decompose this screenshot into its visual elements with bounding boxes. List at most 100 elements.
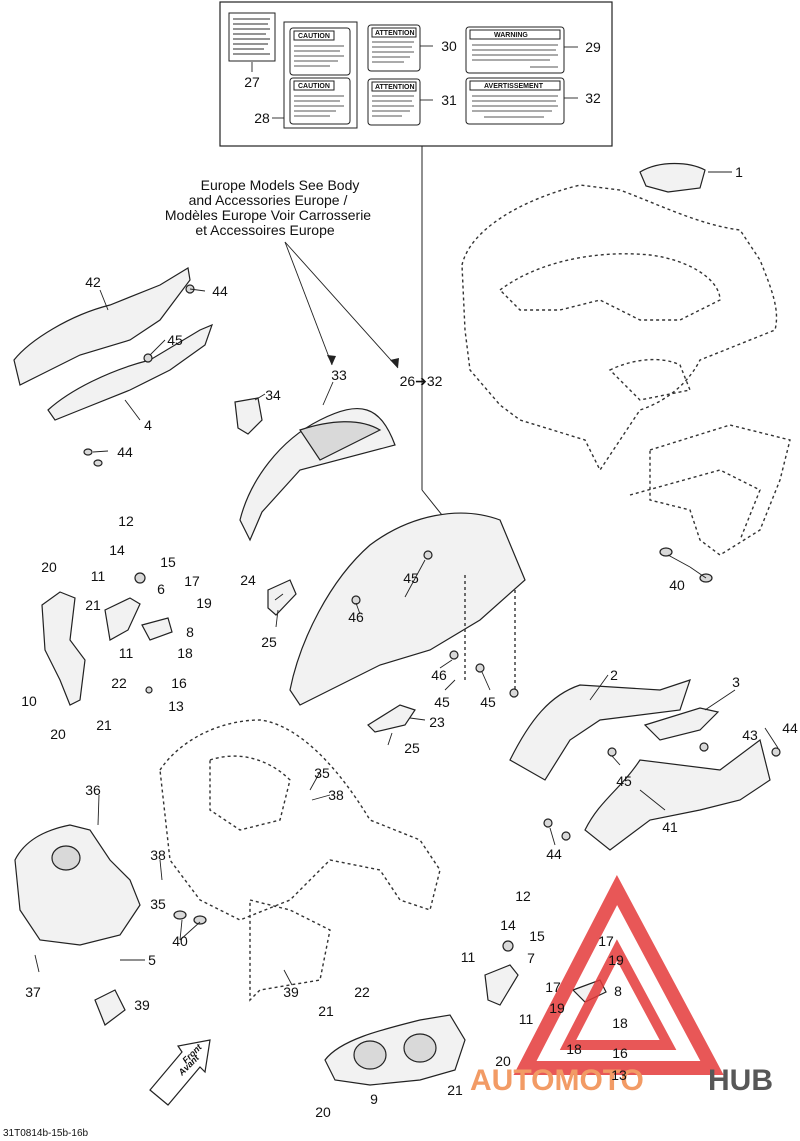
callout-leaders <box>34 171 779 986</box>
watermark-brand-a: AUTOMOTO <box>470 1064 644 1097</box>
callout-17-a: 17 <box>184 573 200 589</box>
callout-7: 7 <box>527 950 535 966</box>
callout-19-a: 19 <box>196 595 212 611</box>
callout-34: 34 <box>265 387 281 403</box>
callout-38-b: 38 <box>150 847 166 863</box>
callout-40-b: 40 <box>172 933 188 949</box>
callout-40-a: 40 <box>669 577 685 593</box>
front-center-panel <box>234 397 396 542</box>
callout-20-d: 20 <box>315 1104 331 1120</box>
left-light-bracket <box>41 572 173 706</box>
callout-21-c: 21 <box>318 1003 334 1019</box>
callout-19-b: 19 <box>608 952 624 968</box>
callout-44-d: 44 <box>546 846 562 862</box>
footer-code: 31T0814b-15b-16b <box>3 1128 89 1139</box>
callout-30: 30 <box>441 38 457 54</box>
attention-label-1: ATTENTION <box>375 30 415 37</box>
callout-32: 32 <box>585 90 601 106</box>
callout-39-a: 39 <box>134 997 150 1013</box>
watermark-logo: AUTOMOTO HUB <box>470 874 773 1097</box>
callout-33: 33 <box>331 367 347 383</box>
callout-25-a: 25 <box>261 634 277 650</box>
callout-23: 23 <box>429 714 445 730</box>
caution-label-1: CAUTION <box>298 33 330 40</box>
callout-11-b: 11 <box>119 645 134 661</box>
callout-14-a: 14 <box>109 542 125 558</box>
decal-29: WARNING <box>465 26 565 74</box>
callout-11-c: 11 <box>461 949 476 965</box>
callout-15-a: 15 <box>160 554 176 570</box>
callout-45-b: 45 <box>403 570 419 586</box>
callout-41: 41 <box>662 819 678 835</box>
callout-38-a: 38 <box>328 787 344 803</box>
decal-30: ATTENTION <box>367 24 421 72</box>
callout-16-b: 16 <box>612 1045 628 1061</box>
decal-32: AVERTISSEMENT <box>465 77 565 125</box>
caution-label-2: CAUTION <box>298 83 330 90</box>
front-direction-badge: Front Avant <box>149 1039 211 1106</box>
decal-31: ATTENTION <box>367 78 421 126</box>
callout-13-a: 13 <box>168 698 184 714</box>
callout-45-c: 45 <box>434 694 450 710</box>
note-line-3: Modèles Europe Voir Carrosserie <box>165 207 371 223</box>
callout-22-a: 22 <box>111 675 127 691</box>
callout-42: 42 <box>85 274 101 290</box>
callout-44-b: 44 <box>117 444 133 460</box>
callout-numbers: 27 28 30 31 29 32 1 42 44 45 4 44 33 34 … <box>21 38 798 1120</box>
callout-26-32: 26➔32 <box>400 373 443 389</box>
callout-27: 27 <box>244 74 260 90</box>
callout-44-c: 44 <box>782 720 798 736</box>
callout-24: 24 <box>240 572 256 588</box>
warning-label: WARNING <box>494 32 528 39</box>
callout-18-a: 18 <box>177 645 193 661</box>
europe-note: Europe Models See Body and Accessories E… <box>165 177 399 369</box>
callout-21-d: 21 <box>447 1082 463 1098</box>
decal-28: CAUTION CAUTION <box>283 21 358 129</box>
avertissement-label: AVERTISSEMENT <box>484 83 544 90</box>
callout-39-b: 39 <box>283 984 299 1000</box>
callout-17-b: 17 <box>598 933 614 949</box>
callout-16-a: 16 <box>171 675 187 691</box>
callout-20-c: 20 <box>495 1053 511 1069</box>
front-nose-piece <box>14 824 141 1026</box>
callout-8-b: 8 <box>614 983 622 999</box>
callout-31: 31 <box>441 92 457 108</box>
callout-36: 36 <box>85 782 101 798</box>
callout-17-c: 17 <box>545 979 561 995</box>
callout-18-b: 18 <box>612 1015 628 1031</box>
callout-12-b: 12 <box>515 888 531 904</box>
watermark-brand-b: HUB <box>708 1064 773 1097</box>
right-side-panel <box>289 512 526 706</box>
callout-20-a: 20 <box>41 559 57 575</box>
decal-27 <box>228 12 276 62</box>
callout-45-a: 45 <box>167 332 183 348</box>
callout-18-c: 18 <box>566 1041 582 1057</box>
callout-20-b: 20 <box>50 726 66 742</box>
note-line-4: et Accessoires Europe <box>195 222 335 238</box>
callout-11-d: 11 <box>519 1011 534 1027</box>
right-rear-panel <box>509 679 781 851</box>
callout-19-c: 19 <box>549 1000 565 1016</box>
callout-2: 2 <box>610 667 618 683</box>
callout-43: 43 <box>742 727 758 743</box>
callout-10: 10 <box>21 693 37 709</box>
callout-25-b: 25 <box>404 740 420 756</box>
callout-45-e: 45 <box>616 773 632 789</box>
callout-14-b: 14 <box>500 917 516 933</box>
callout-12-a: 12 <box>118 513 134 529</box>
callout-35-a: 35 <box>314 765 330 781</box>
callout-5: 5 <box>148 952 156 968</box>
callout-3: 3 <box>732 674 740 690</box>
decal-inset-box: CAUTION CAUTION ATTENTION ATTENTION WARN… <box>219 1 613 551</box>
front-fender <box>159 719 441 1002</box>
callout-22-b: 22 <box>354 984 370 1000</box>
right-light-assembly <box>324 940 607 1086</box>
callout-13-b: 13 <box>611 1067 627 1083</box>
attention-label-2: ATTENTION <box>375 84 415 91</box>
callout-35-b: 35 <box>150 896 166 912</box>
callout-15-b: 15 <box>529 928 545 944</box>
note-line-1: Europe Models See Body <box>201 177 360 193</box>
callout-11-a: 11 <box>91 568 106 584</box>
rear-rack <box>629 424 791 583</box>
